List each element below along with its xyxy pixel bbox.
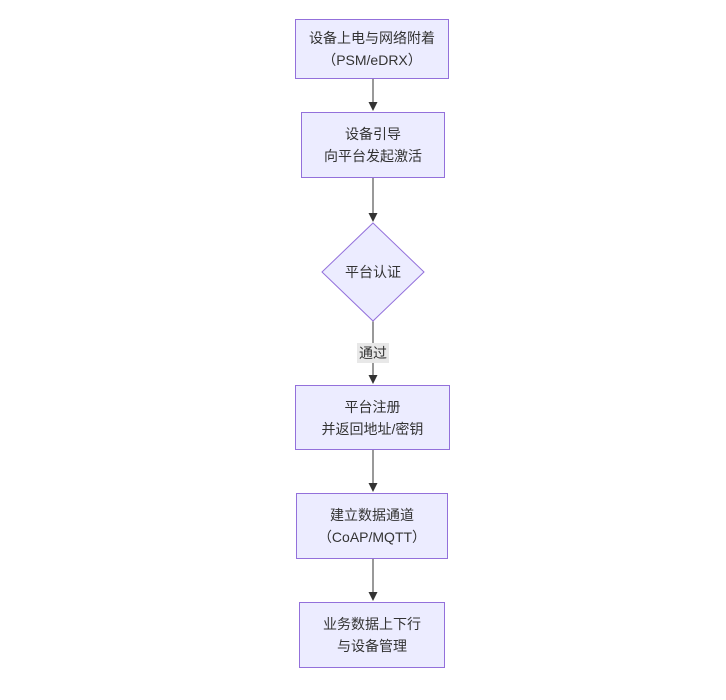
node-channel-line1: 建立数据通道 bbox=[330, 507, 414, 523]
node-business: 业务数据上下行 与设备管理 bbox=[299, 602, 445, 668]
node-bootstrap-line2: 向平台发起激活 bbox=[324, 148, 422, 164]
node-register: 平台注册 并返回地址/密钥 bbox=[295, 385, 450, 450]
node-power-attach: 设备上电与网络附着 （PSM/eDRX） bbox=[295, 19, 449, 79]
node-business-line2: 与设备管理 bbox=[337, 638, 407, 654]
node-power-attach-line1: 设备上电与网络附着 bbox=[309, 30, 435, 46]
node-channel-line2: （CoAP/MQTT） bbox=[317, 529, 427, 545]
node-register-line2: 并返回地址/密钥 bbox=[321, 420, 424, 437]
node-channel: 建立数据通道 （CoAP/MQTT） bbox=[296, 493, 448, 559]
edge-label-auth-pass: 通过 bbox=[357, 343, 389, 363]
node-bootstrap: 设备引导 向平台发起激活 bbox=[301, 112, 445, 178]
node-register-line1: 平台注册 bbox=[344, 398, 401, 415]
node-auth-label: 平台认证 bbox=[345, 264, 401, 280]
node-power-attach-line2: （PSM/eDRX） bbox=[322, 52, 422, 68]
decision-diamond-shape bbox=[321, 222, 425, 322]
node-bootstrap-line1: 设备引导 bbox=[345, 126, 401, 142]
node-business-line1: 业务数据上下行 bbox=[323, 616, 421, 632]
